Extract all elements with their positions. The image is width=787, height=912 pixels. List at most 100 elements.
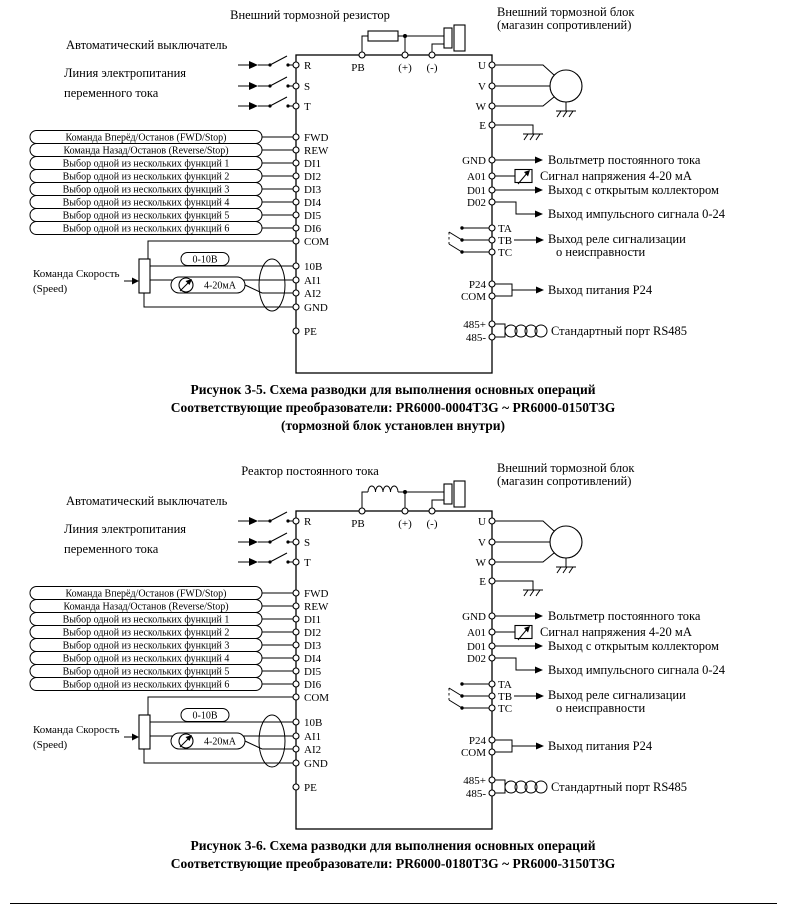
caption-line1: Рисунок 3-5. Схема разводки для выполнен… — [190, 382, 595, 397]
terminal-label-ai1: AI1 — [304, 275, 321, 287]
terminal-label-s: S — [304, 537, 310, 549]
input-command-di5: Выбор одной из нескольких функций 5 — [63, 211, 230, 222]
output-label-relay-line2: о неисправности — [556, 245, 646, 259]
output-label-voltage-signal: Сигнал напряжения 4-20 мА — [540, 169, 692, 183]
brake-unit-connector — [443, 483, 453, 505]
top-circuit — [361, 24, 466, 52]
voltage-range-pill — [180, 252, 230, 266]
motor-output — [495, 520, 583, 597]
terminal-label-com-right: COM — [461, 291, 486, 303]
shielded-cable-symbol — [258, 714, 286, 768]
input-command-di5: Выбор одной из нескольких функций 5 — [63, 667, 230, 678]
voltage-range-label: 0-10В — [193, 255, 218, 266]
motor-icon — [549, 69, 583, 103]
input-command-di6: Выбор одной из нескольких функций 6 — [63, 224, 230, 235]
input-command-fwd: Команда Вперёд/Останов (FWD/Stop) — [66, 589, 227, 600]
output-label-voltmeter: Вольтметр постоянного тока — [548, 153, 701, 167]
potentiometer — [138, 258, 151, 294]
current-range-label: 4-20мА — [204, 737, 237, 748]
rs485-coil-icon — [504, 780, 518, 794]
terminal-label-di2: DI2 — [304, 171, 321, 183]
top-component-label: Реактор постоянного тока — [241, 464, 379, 478]
brake-unit-connector — [443, 27, 453, 49]
wiring-diagram: Внешний тормозной резистор Внешний тормо… — [29, 5, 726, 433]
terminal-label-t: T — [304, 557, 311, 569]
output-label-p24: Выход питания Р24 — [548, 283, 653, 297]
rs485-coil-icon — [504, 324, 518, 338]
speed-label-line1: Команда Скорость — [33, 724, 120, 736]
breaker-label: Автоматический выключатель — [66, 38, 228, 52]
input-command-di3: Выбор одной из нескольких функций 3 — [63, 185, 230, 196]
caption-line1: Рисунок 3-6. Схема разводки для выполнен… — [190, 838, 595, 853]
terminal-label-gnd-left: GND — [304, 758, 328, 770]
voltage-range-label: 0-10В — [193, 711, 218, 722]
speed-label-line2: (Speed) — [33, 283, 68, 295]
speed-input-wiring — [124, 252, 293, 312]
terminal-label-r: R — [304, 60, 312, 72]
power-input-wiring — [238, 55, 293, 110]
terminal-label-fwd: FWD — [304, 588, 329, 600]
speed-label-line1: Команда Скорость — [33, 268, 120, 280]
terminal-label-di4: DI4 — [304, 197, 322, 209]
motor-icon — [549, 525, 583, 559]
caption-line3: (тормозной блок установлен внутри) — [281, 418, 505, 433]
right-terminal-labels: U V W E GND A01 D01 D02 TA TB TC P24 COM… — [461, 516, 512, 800]
terminal-label-plus: (+) — [398, 62, 412, 74]
terminal-label-tc: TC — [498, 247, 512, 259]
terminal-label-d02: D02 — [467, 653, 486, 665]
terminal-label-w: W — [476, 557, 487, 569]
brake-unit-label-line2: (магазин сопротивлений) — [497, 474, 631, 488]
input-command-di2: Выбор одной из нескольких функций 2 — [63, 628, 230, 639]
input-command-di6: Выбор одной из нескольких функций 6 — [63, 680, 230, 691]
terminal-label-rew: REW — [304, 145, 329, 157]
breaker-label: Автоматический выключатель — [66, 494, 228, 508]
terminal-label-rew: REW — [304, 601, 329, 613]
left-terminal-labels: R S T FWD REW DI1 DI2 DI3 DI4 DI5 DI6 CO… — [304, 60, 329, 338]
terminal-label-pb: PB — [351, 518, 364, 530]
terminal-label-di1: DI1 — [304, 158, 321, 170]
dc-reactor-symbol — [367, 485, 399, 493]
shielded-cable-symbol — [258, 258, 286, 312]
signal-outputs-wiring — [448, 156, 548, 338]
input-command-di3: Выбор одной из нескольких функций 3 — [63, 641, 230, 652]
terminal-label-485p: 485+ — [463, 319, 486, 331]
input-command-di2: Выбор одной из нескольких функций 2 — [63, 172, 230, 183]
terminal-label-pe: PE — [304, 782, 317, 794]
output-label-relay-line1: Выход реле сигнализации — [548, 232, 686, 246]
terminal-label-minus: (-) — [427, 62, 438, 74]
terminal-label-ai2: AI2 — [304, 744, 321, 756]
terminal-label-a01: A01 — [467, 171, 486, 183]
terminal-label-ai2: AI2 — [304, 288, 321, 300]
terminal-label-plus: (+) — [398, 518, 412, 530]
output-label-relay-line2: о неисправности — [556, 701, 646, 715]
output-label-pulse: Выход импульсного сигнала 0-24 — [548, 207, 726, 221]
brake-resistor-symbol — [367, 30, 399, 42]
output-label-rs485: Стандартный порт RS485 — [551, 780, 687, 794]
output-label-open-collector: Выход с открытым коллектором — [548, 639, 719, 653]
terminal-label-v: V — [478, 537, 486, 549]
terminal-label-tc: TC — [498, 703, 512, 715]
motor-output — [495, 64, 583, 141]
terminal-label-tb: TB — [498, 235, 512, 247]
terminal-label-minus: (-) — [427, 518, 438, 530]
brake-unit-label-line2: (магазин сопротивлений) — [497, 18, 631, 32]
terminal-label-ai1: AI1 — [304, 731, 321, 743]
power-line-label-line2: переменного тока — [64, 542, 159, 556]
input-command-rev: Команда Назад/Останов (Reverse/Stop) — [63, 602, 228, 613]
input-command-di4: Выбор одной из нескольких функций 4 — [63, 198, 230, 209]
terminal-label-com: COM — [304, 692, 329, 704]
terminal-circles — [292, 507, 496, 797]
terminal-label-10b: 10B — [304, 261, 322, 273]
input-command-di4: Выбор одной из нескольких функций 4 — [63, 654, 230, 665]
terminal-label-t: T — [304, 101, 311, 113]
inverter-box — [295, 54, 493, 374]
terminal-label-com: COM — [304, 236, 329, 248]
terminal-label-di3: DI3 — [304, 184, 322, 196]
current-range-label: 4-20мА — [204, 281, 237, 292]
terminal-label-di4: DI4 — [304, 653, 322, 665]
terminal-label-r: R — [304, 516, 312, 528]
speed-input-wiring — [124, 708, 293, 768]
output-label-voltmeter: Вольтметр постоянного тока — [548, 609, 701, 623]
terminal-label-pe: PE — [304, 326, 317, 338]
